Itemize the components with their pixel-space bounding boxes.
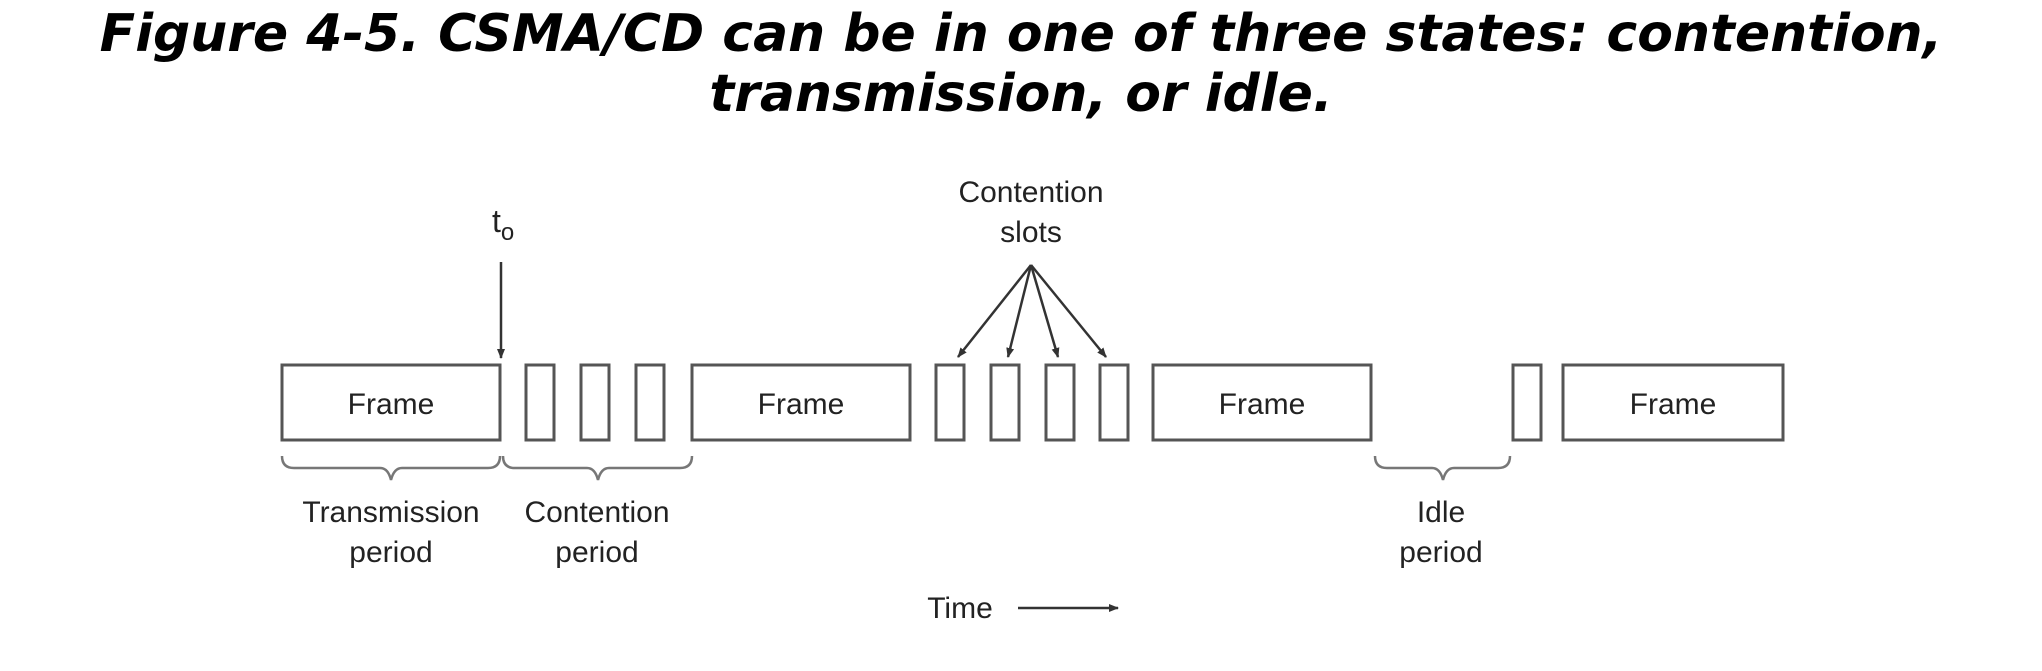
frame-box-3 <box>1151 363 1373 442</box>
frame-box-2 <box>690 363 912 442</box>
caption-line-2: transmission, or idle. <box>709 64 1333 124</box>
frame-box-1 <box>280 363 502 442</box>
contention-slot-6 <box>1044 363 1076 442</box>
contention-period-brace <box>501 455 694 481</box>
frame-box-4 <box>1561 363 1785 442</box>
transmission-period-brace <box>280 455 502 481</box>
idle-period-label-line-1: Idle <box>1417 496 1465 529</box>
contention-slot-4 <box>934 363 966 442</box>
caption-line-1: Figure 4-5. CSMA/CD can be in one of thr… <box>99 4 1943 64</box>
frame-label-2: Frame <box>758 388 845 421</box>
contention-slot-8 <box>1511 363 1543 442</box>
figure-caption: Figure 4-5. CSMA/CD can be in one of thr… <box>0 4 2042 124</box>
contention-slot-1 <box>524 363 556 442</box>
contention-slots-label-line-1: Contention <box>958 176 1103 209</box>
contention-period-label-line-1: Contention <box>524 496 669 529</box>
contention-slot-3 <box>634 363 666 442</box>
transmission-period-label-line-1: Transmission <box>302 496 479 529</box>
idle-period-brace <box>1373 455 1512 481</box>
contention-slot-2 <box>579 363 611 442</box>
idle-period-label-line-2: period <box>1399 536 1482 569</box>
transmission-period-label-line-2: period <box>349 536 432 569</box>
contention-slot-arrow-2 <box>1006 264 1033 358</box>
frame-label-3: Frame <box>1219 388 1306 421</box>
frame-label-4: Frame <box>1630 388 1717 421</box>
contention-slot-arrow-3 <box>1029 264 1060 358</box>
contention-slots-label-line-2: slots <box>1000 216 1062 249</box>
t0-main: t <box>492 203 501 239</box>
time-label: Time <box>927 592 993 625</box>
contention-slot-5 <box>989 363 1021 442</box>
t0-subscript: o <box>501 219 514 246</box>
contention-slot-arrow-1 <box>957 264 1032 358</box>
contention-slot-arrow-4 <box>1030 264 1107 358</box>
t0-label: to <box>492 203 514 246</box>
frame-label-1: Frame <box>348 388 435 421</box>
contention-slot-7 <box>1098 363 1130 442</box>
contention-period-label-line-2: period <box>555 536 638 569</box>
